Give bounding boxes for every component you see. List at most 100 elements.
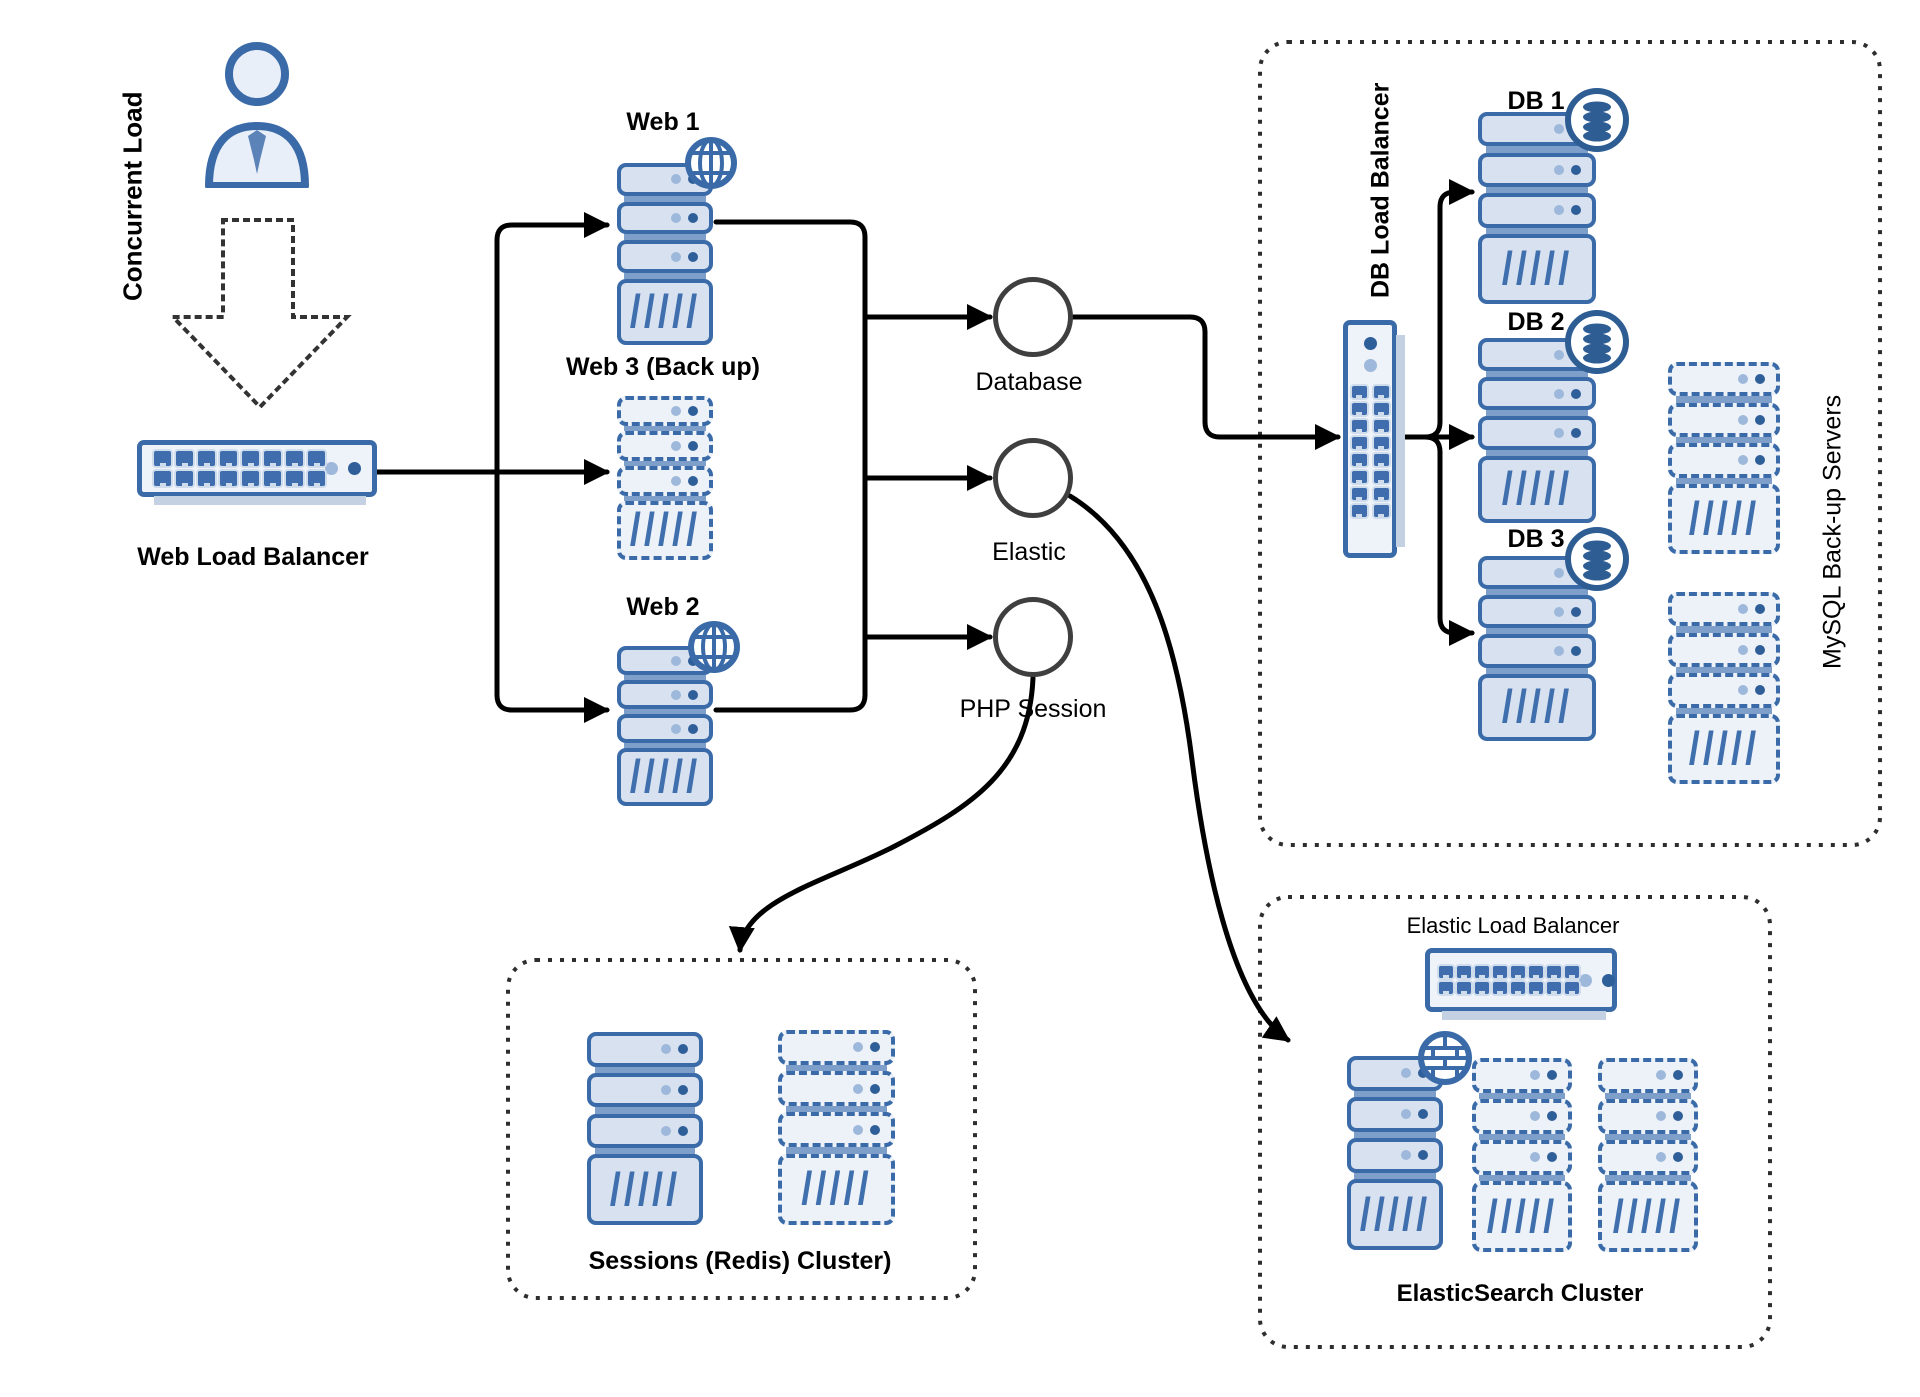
status-dot (1571, 388, 1581, 399)
server-band (786, 1106, 887, 1113)
status-dot (671, 655, 681, 666)
server-band (1675, 707, 1773, 714)
status-dot (853, 1042, 863, 1053)
web1-server: ///// (617, 163, 713, 345)
led-light (1579, 973, 1592, 987)
status-dot (1738, 374, 1748, 385)
server-slab (1668, 362, 1780, 397)
ethernet-port (1373, 454, 1389, 467)
server-band (623, 195, 707, 202)
status-dot (1755, 604, 1765, 615)
server-band (1479, 1133, 1565, 1141)
server-vent-slab: ///// (1347, 1179, 1443, 1250)
server-slab (617, 465, 713, 496)
status-dot (1554, 388, 1564, 399)
status-dot (1554, 567, 1564, 578)
ethernet-port (1439, 966, 1453, 979)
ethernet-port (1475, 966, 1489, 979)
led-dark (1363, 337, 1377, 350)
hatch-glyph: ///// (629, 751, 701, 803)
web1-label: Web 1 (626, 108, 700, 136)
status-dot (1418, 1109, 1428, 1120)
status-dot (853, 1124, 863, 1135)
server-band (595, 1066, 695, 1073)
status-dot (671, 174, 681, 185)
status-dot (688, 251, 698, 262)
ethernet-port (308, 471, 325, 487)
hatch-glyph: ///// (1501, 681, 1573, 733)
db-load-balancer-label: DB Load Balancer (1366, 82, 1395, 298)
ethernet-port (1373, 437, 1389, 450)
status-dot (1755, 414, 1765, 425)
php-session-label: PHP Session (959, 695, 1107, 723)
db3-label: DB 3 (1507, 525, 1565, 553)
ethernet-port (1351, 386, 1367, 399)
status-dot (870, 1124, 880, 1135)
server-vent-slab: ///// (617, 500, 713, 560)
status-leds (1363, 337, 1377, 372)
database-icon (1565, 310, 1629, 374)
server-slab (1668, 402, 1780, 438)
concurrent-load-arrow (168, 218, 352, 410)
status-dot (678, 1085, 688, 1096)
sessions-server-2: ///// (778, 1030, 895, 1225)
ethernet-port (1457, 966, 1471, 979)
server-band (595, 1148, 695, 1155)
ethernet-port (1351, 488, 1367, 501)
server-vent-slab: ///// (1472, 1181, 1572, 1252)
ethernet-port (242, 451, 259, 467)
hatch-glyph: ///// (1359, 1189, 1431, 1240)
server-band (1675, 396, 1773, 403)
status-dot (1547, 1070, 1557, 1081)
server-band (1486, 187, 1588, 194)
edge-database-dblb (1070, 314, 1342, 451)
status-dot (1571, 164, 1581, 175)
server-band (1486, 628, 1588, 635)
edge-elastic-escluster (1067, 493, 1291, 1043)
server-band (623, 709, 707, 715)
status-dot (870, 1042, 880, 1053)
db1-server: ///// (1478, 112, 1596, 305)
server-band (623, 425, 707, 431)
status-dot (688, 475, 698, 486)
ethernet-port (1547, 966, 1561, 979)
db-cluster-box (1258, 40, 1882, 847)
status-dot (1554, 606, 1564, 617)
status-dot (1673, 1152, 1683, 1163)
server-slab (1472, 1058, 1572, 1093)
status-dot (1530, 1070, 1540, 1081)
server-slab (617, 714, 713, 744)
ethernet-port (1351, 437, 1367, 450)
server-band (1675, 667, 1773, 674)
web2-server: ///// (617, 646, 713, 806)
status-leds (325, 462, 361, 475)
ethernet-port (1373, 505, 1389, 518)
mysql-backup-server-1: ///// (1668, 362, 1780, 555)
ethernet-port (1565, 982, 1579, 995)
elastic-label: Elastic (992, 538, 1066, 566)
elasticsearch-cluster-label: ElasticSearch Cluster (1396, 1280, 1644, 1307)
server-vent-slab: ///// (1668, 483, 1780, 555)
ethernet-port (1547, 982, 1561, 995)
status-dot (1656, 1152, 1666, 1163)
status-dot (1547, 1152, 1557, 1163)
status-dot (688, 405, 698, 416)
status-dot (1673, 1111, 1683, 1122)
ethernet-port (1351, 471, 1367, 484)
elasticsearch-server-3: ///// (1598, 1058, 1698, 1252)
edge-webservers-bus (713, 219, 868, 713)
status-dot (1656, 1111, 1666, 1122)
ethernet-port (176, 451, 193, 467)
server-slab (778, 1030, 895, 1065)
status-dot (671, 475, 681, 486)
ethernet-port (1529, 966, 1543, 979)
status-dot (1554, 164, 1564, 175)
server-band (786, 1147, 887, 1154)
server-vent-slab: ///// (1478, 455, 1596, 523)
ethernet-port (176, 471, 193, 487)
ethernet-port (1373, 488, 1389, 501)
status-dot (688, 723, 698, 734)
ethernet-port (286, 451, 303, 467)
mysql-backup-label: MySQL Back-up Servers (1818, 394, 1847, 670)
ethernet-port (1351, 420, 1367, 433)
